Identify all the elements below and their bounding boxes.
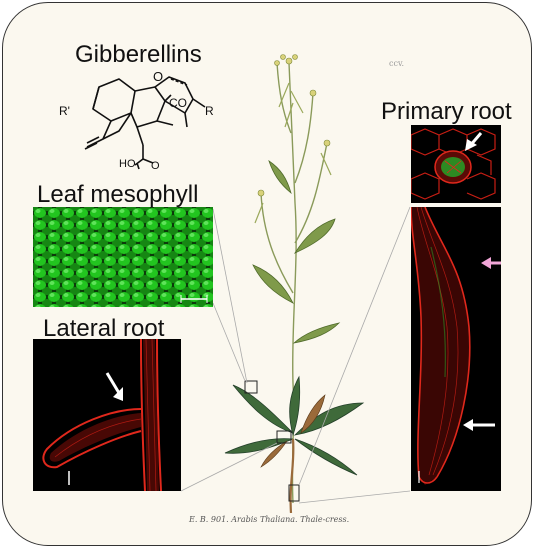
arabidopsis-illustration — [224, 54, 365, 513]
primary-root-image — [411, 207, 501, 491]
ring-oxygen-text: O — [153, 69, 163, 84]
carbonyl-co-text: CO — [169, 96, 187, 110]
hydroxyl-text: HO — [119, 158, 136, 170]
plate-caption: E. B. 901. Arabis Thaliana. Thale-cress. — [189, 515, 350, 524]
lateral-root-image — [33, 339, 181, 491]
gibberellin-structure: O CO R R' HO O — [59, 69, 214, 172]
leaf-mesophyll-label: Leaf mesophyll — [37, 181, 199, 208]
connector-lines — [180, 206, 411, 504]
gibberellins-label: Gibberellins — [75, 41, 202, 68]
primary-root-label: Primary root — [381, 98, 512, 125]
leaf-mesophyll-image — [33, 207, 213, 307]
mesophyll-cells — [33, 207, 213, 307]
r-right-text: R — [205, 104, 214, 118]
figure-frame: Gibberellins Leaf mesophyll Lateral root… — [2, 2, 532, 546]
lateral-root-label: Lateral root — [43, 315, 165, 342]
plate-number: ccv. — [389, 59, 405, 68]
primary-root-cross-section — [411, 125, 501, 203]
carbonyl-oxygen-text: O — [151, 160, 160, 172]
r-left-text: R' — [59, 104, 70, 118]
